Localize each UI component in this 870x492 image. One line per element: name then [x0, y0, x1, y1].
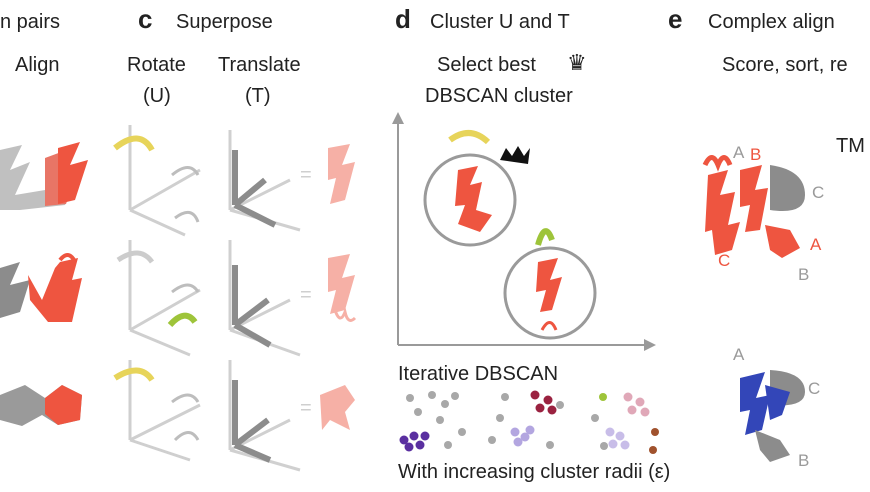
- panel-c-result-shapes: [320, 144, 357, 430]
- equals-sign: =: [300, 397, 312, 419]
- chain-label-c-grey: C: [812, 183, 825, 202]
- panel-e-bottom-complex: [740, 370, 805, 462]
- crown-icon: [500, 146, 530, 164]
- panel-e-score-label: Score, sort, re: [722, 54, 848, 76]
- panel-d-clusters: [423, 130, 597, 340]
- panel-c-rotate-icons: [113, 125, 201, 462]
- chain-label-b-red: B: [750, 145, 762, 164]
- panel-d-letter: d: [395, 4, 411, 34]
- panel-c-translate-label: Translate: [218, 54, 301, 76]
- chain-label-b-grey: B: [798, 265, 810, 284]
- panel-c-translate-sub: (T): [245, 85, 271, 107]
- chain-label-b: B: [798, 451, 810, 470]
- panel-d-iterative-label: Iterative DBSCAN: [398, 363, 559, 385]
- chain-label-c-red: C: [718, 251, 731, 270]
- panel-e-letter: e: [668, 4, 683, 34]
- chain-label-c: C: [808, 379, 821, 398]
- chain-label-a-grey: A: [733, 143, 745, 162]
- panel-d-dbscan-dots: [399, 390, 659, 454]
- panel-d-select-best: Select best: [437, 54, 536, 76]
- panel-d-dbscan-cluster: DBSCAN cluster: [425, 85, 573, 107]
- panel-c-rotate-label: Rotate: [127, 54, 186, 76]
- panel-e-tm-label: TM: [836, 135, 865, 157]
- panel-c-letter: c: [138, 4, 153, 34]
- equals-sign: =: [300, 284, 312, 306]
- panel-c-title: Superpose: [176, 11, 273, 33]
- chain-label-a: A: [733, 345, 745, 364]
- chain-label-a-red: A: [810, 235, 822, 254]
- panel-b-title: n pairs: [0, 11, 61, 33]
- equals-sign: =: [300, 164, 312, 186]
- panel-b-align-label: Align: [15, 54, 60, 76]
- panel-e-title: Complex align: [708, 11, 835, 33]
- panel-d-title: Cluster U and T: [430, 11, 570, 33]
- panel-d-axes: [392, 112, 656, 351]
- panel-b-shapes: [0, 142, 88, 426]
- panel-e-top-complex: [702, 155, 805, 258]
- panel-d-caption: With increasing cluster radii (ε): [398, 461, 671, 483]
- crown-icon: ♛: [567, 50, 587, 75]
- panel-c-translate-icons: [228, 130, 301, 472]
- panel-c-rotate-sub: (U): [143, 85, 171, 107]
